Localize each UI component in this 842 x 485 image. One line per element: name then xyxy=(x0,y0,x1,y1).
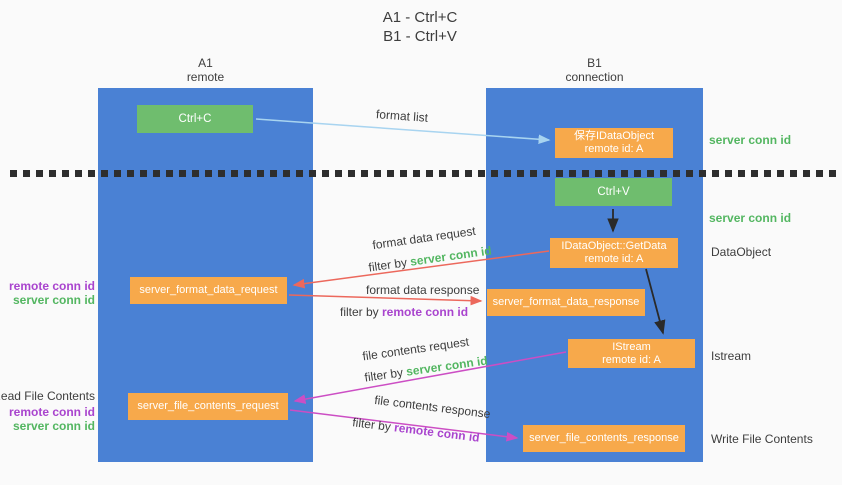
node-server-file-contents-request: server_file_contents_request xyxy=(128,393,288,420)
node-format-response-label: server_format_data_response xyxy=(492,296,640,308)
title-line-a1: A1 - Ctrl+C xyxy=(382,9,458,26)
node-getdata-line2: remote id: A xyxy=(584,253,644,265)
dotted-separator-line xyxy=(10,170,836,177)
diagram-title: A1 - Ctrl+C B1 - Ctrl+V xyxy=(330,8,510,46)
node-file-response-label: server_file_contents_response xyxy=(529,432,679,444)
node-save-idataobject-line2: remote id: A xyxy=(584,143,644,155)
node-server-format-data-request: server_format_data_request xyxy=(130,277,287,304)
filter-by-remote-conn-id-label-1: filter by remote conn id xyxy=(340,305,468,319)
node-ctrl-v: Ctrl+V xyxy=(555,178,672,206)
node-istream: IStream remote id: A xyxy=(568,339,695,368)
node-format-request-label: server_format_data_request xyxy=(139,284,278,296)
server-conn-id-value: server conn id xyxy=(405,353,489,379)
left-column-role: remote xyxy=(186,70,225,84)
remote-conn-id-value: remote conn id xyxy=(393,420,481,445)
node-server-file-contents-response: server_file_contents_response xyxy=(523,425,685,452)
server-conn-id-annotation-mid: server conn id xyxy=(709,211,792,225)
node-save-idataobject: 保存IDataObject remote id: A xyxy=(555,128,673,158)
node-istream-line1: IStream xyxy=(612,340,651,353)
filter-by-prefix: filter by xyxy=(340,305,383,319)
node-save-idataobject-line1: 保存IDataObject xyxy=(573,130,655,142)
server-conn-id-annotation-file: server conn id xyxy=(12,419,95,433)
format-list-label: format list xyxy=(375,107,429,125)
right-column-name: B1 xyxy=(587,56,602,70)
left-column-name: A1 xyxy=(198,56,213,70)
filter-by-remote-conn-id-label-2: filter by remote conn id xyxy=(352,415,481,444)
left-column-header: A1 remote xyxy=(98,56,313,84)
istream-annotation: Istream xyxy=(711,349,752,363)
remote-conn-id-annotation-format: remote conn id xyxy=(8,279,95,293)
format-data-response-label: format data response xyxy=(366,283,480,297)
node-file-request-label: server_file_contents_request xyxy=(137,400,279,412)
filter-by-prefix: filter by xyxy=(351,415,396,435)
server-conn-id-value: server conn id xyxy=(409,243,493,269)
node-getdata-line1: IDataObject::GetData xyxy=(561,240,667,252)
node-ctrl-v-label: Ctrl+V xyxy=(597,185,630,198)
node-server-format-data-response: server_format_data_response xyxy=(487,289,645,316)
server-conn-id-annotation-top: server conn id xyxy=(709,133,792,147)
remote-conn-id-value: remote conn id xyxy=(382,305,469,319)
node-idataobject-getdata: IDataObject::GetData remote id: A xyxy=(550,238,678,268)
node-ctrl-c: Ctrl+C xyxy=(137,105,253,133)
dataobject-annotation: DataObject xyxy=(711,245,772,259)
right-column-role: connection xyxy=(565,70,624,84)
server-conn-id-annotation-format: server conn id xyxy=(12,293,95,307)
remote-conn-id-annotation-file: remote conn id xyxy=(8,405,95,419)
node-ctrl-c-label: Ctrl+C xyxy=(178,112,212,125)
right-column-header: B1 connection xyxy=(486,56,703,84)
file-contents-response-label: file contents response xyxy=(373,392,492,422)
title-line-b1: B1 - Ctrl+V xyxy=(383,28,457,45)
write-file-contents-annotation: Write File Contents xyxy=(711,432,813,446)
filter-by-prefix: filter by xyxy=(367,254,412,275)
filter-by-prefix: filter by xyxy=(363,364,408,385)
read-file-contents-annotation: Read File Contents xyxy=(0,389,95,403)
node-istream-line2: remote id: A xyxy=(602,353,661,366)
